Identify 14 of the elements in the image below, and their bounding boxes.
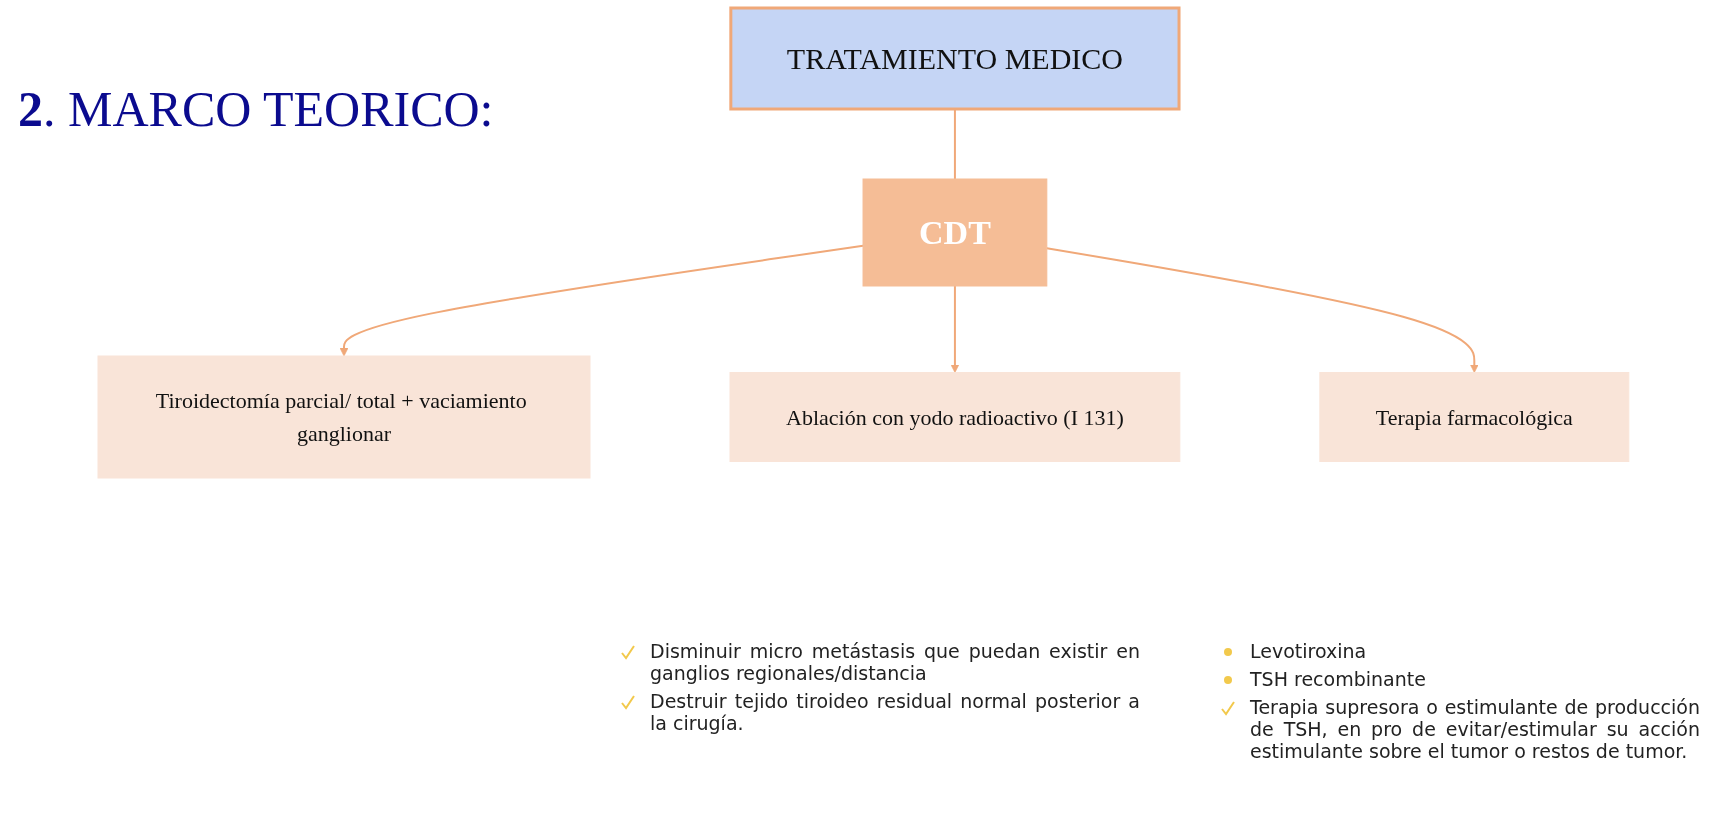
bullet-text: Destruir tejido tiroideo residual normal posterior a la cirugía. bbox=[650, 690, 1140, 734]
arrow bbox=[950, 285, 960, 373]
node-box: Ablación con yodo radioactivo (I 131) bbox=[729, 372, 1181, 462]
arrow bbox=[1045, 247, 1479, 373]
bullet-text: TSH recombinante bbox=[1250, 668, 1426, 690]
node-box: Terapia farmacológica bbox=[1319, 372, 1630, 462]
node-box: Tiroidectomía parcial/ total + vaciamiento ganglionar bbox=[97, 355, 591, 479]
bullet-text: Levotiroxina bbox=[1250, 640, 1367, 662]
node-box: CDT bbox=[862, 178, 1048, 287]
arrow bbox=[339, 244, 865, 357]
bullet-text: Terapia supresora o estimulante de producción de TSH, en pro de evitar/estimular su acción estimulante sobre el tumor o restos de tumor. bbox=[1250, 696, 1700, 762]
bullet-text: Disminuir micro metástasis que puedan existir en ganglios regionales/distancia bbox=[650, 640, 1140, 684]
node-box: TRATAMIENTO MEDICO bbox=[729, 6, 1181, 111]
slide-title: 2. MARCO TEORICO: bbox=[18, 80, 494, 138]
